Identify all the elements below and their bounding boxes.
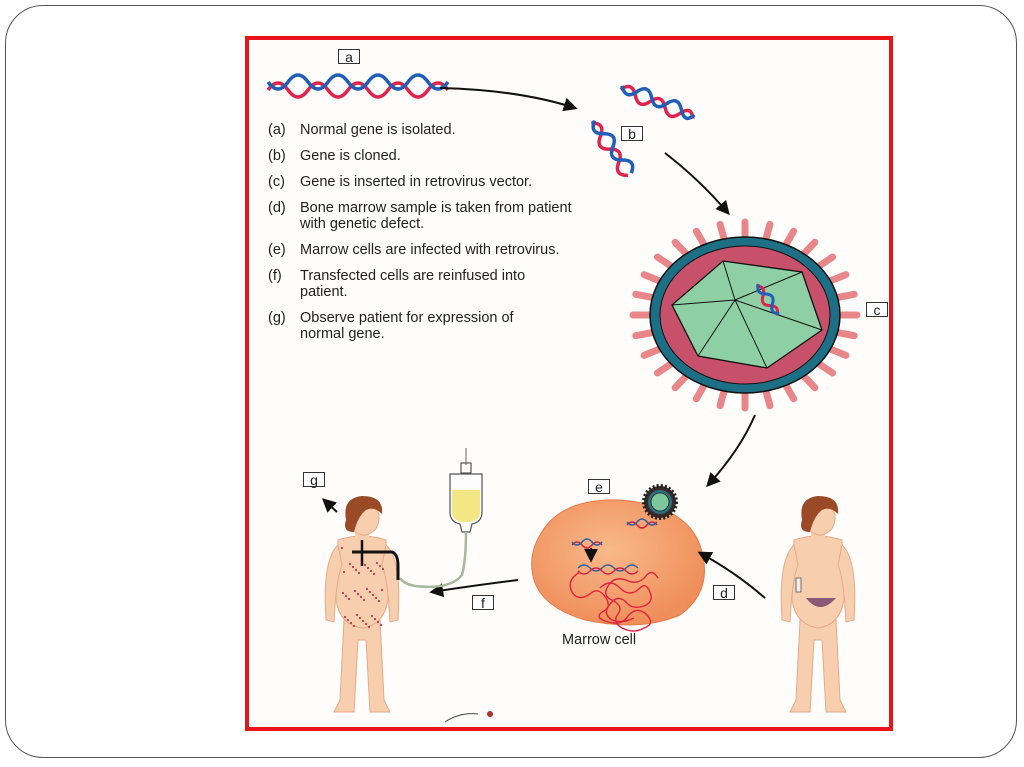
virus-spike — [762, 386, 774, 410]
virus-spike — [653, 253, 676, 271]
virus-spike — [671, 238, 691, 259]
label-d: d — [713, 585, 735, 600]
virus-spike — [781, 380, 798, 403]
label-g: g — [303, 472, 325, 487]
label-a: a — [338, 49, 360, 64]
step-item: (e)Marrow cells are infected with retrov… — [268, 242, 560, 258]
virus-spike — [832, 328, 858, 340]
virus-spike — [799, 238, 819, 259]
arrow-b-to-c — [664, 152, 730, 216]
virus-spike — [640, 271, 665, 286]
step-item: (a)Normal gene is isolated. — [268, 122, 456, 138]
virus-spike — [653, 359, 676, 377]
arrow-d-to-e — [697, 551, 766, 599]
label-c: c — [866, 302, 888, 317]
arrow-c-to-e — [706, 414, 756, 488]
marrow-cell — [531, 484, 705, 632]
step-item: (d)Bone marrow sample is taken from pati… — [268, 200, 572, 232]
virus-spike — [832, 290, 858, 302]
virus-spike — [825, 271, 850, 286]
patient-treated — [324, 496, 400, 713]
step-item: (b)Gene is cloned. — [268, 148, 401, 164]
label-b: b — [621, 126, 643, 141]
step-item: (f)Transfected cells are reinfused into … — [268, 268, 526, 300]
virus-spike — [781, 227, 798, 250]
step-item: (g)Observe patient for expression of nor… — [268, 310, 514, 342]
patient-donor — [780, 496, 856, 713]
virus-spike — [814, 253, 837, 271]
step-list: (a)Normal gene is isolated. (b)Gene is c… — [268, 122, 628, 352]
arrow-g — [321, 498, 338, 513]
retrovirus-vector — [629, 218, 861, 412]
virus-spike — [762, 220, 774, 244]
arrow-a-to-b — [439, 87, 578, 112]
virus-spike — [632, 328, 658, 340]
virus-spike — [825, 344, 850, 359]
label-e: e — [588, 479, 610, 494]
arrow-e-to-f — [429, 579, 519, 598]
marrow-cell-caption: Marrow cell — [562, 632, 637, 648]
virus-spike — [632, 290, 658, 302]
step-item: (c)Gene is inserted in retrovirus vector… — [268, 174, 533, 190]
virus-spike — [814, 359, 837, 377]
dna-isolated-gene — [266, 73, 450, 99]
virus-spike — [716, 386, 728, 410]
virus-spike — [692, 380, 709, 403]
virus-spike — [671, 371, 691, 392]
virus-spike — [640, 344, 665, 359]
virus-spike — [692, 227, 709, 250]
iv-bag — [398, 448, 483, 589]
label-f: f — [472, 595, 494, 610]
dna-cloned-gene — [591, 84, 696, 178]
virus-spike — [799, 371, 819, 392]
virus-spike — [716, 220, 728, 244]
